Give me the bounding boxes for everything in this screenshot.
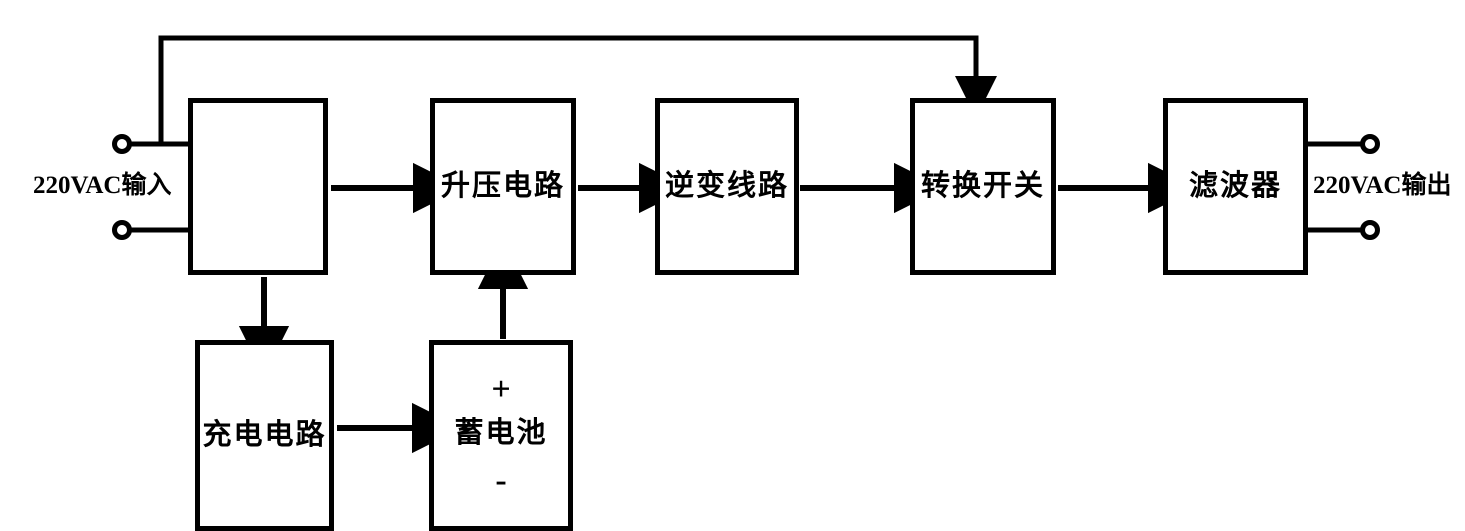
block-boost-circuit-label: 升压电路 <box>440 170 565 202</box>
output-port-label: 220VAC输出 <box>1313 172 1452 199</box>
block-charger-circuit[interactable]: 充电电路 <box>195 340 334 531</box>
input-terminal-top-icon <box>112 134 132 154</box>
battery-branch-arrows <box>238 238 529 454</box>
input-wires <box>129 141 190 233</box>
block-battery[interactable]: + 蓄电池 - <box>429 340 573 531</box>
output-terminal-top-icon <box>1360 134 1380 154</box>
output-terminal-bottom-icon <box>1360 220 1380 240</box>
block-battery-label: 蓄电池 <box>454 417 548 449</box>
input-terminal-bottom-icon <box>112 220 132 240</box>
block-transfer-switch-label: 转换开关 <box>920 170 1045 202</box>
block-filter[interactable]: 滤波器 <box>1163 98 1308 275</box>
block-charger-circuit-label: 充电电路 <box>202 419 327 451</box>
block-transfer-switch[interactable]: 转换开关 <box>910 98 1056 275</box>
block-boost-circuit[interactable]: 升压电路 <box>430 98 576 275</box>
block-rectifier[interactable] <box>188 98 328 275</box>
output-wires <box>1305 141 1362 233</box>
block-filter-label: 滤波器 <box>1188 170 1282 202</box>
input-port-label: 220VAC输入 <box>33 172 172 199</box>
battery-negative-sign: - <box>495 462 507 499</box>
block-inverter-circuit[interactable]: 逆变线路 <box>655 98 799 275</box>
bypass-feedback-path <box>158 35 997 144</box>
battery-positive-sign: + <box>491 371 511 408</box>
block-inverter-circuit-label: 逆变线路 <box>664 170 789 202</box>
